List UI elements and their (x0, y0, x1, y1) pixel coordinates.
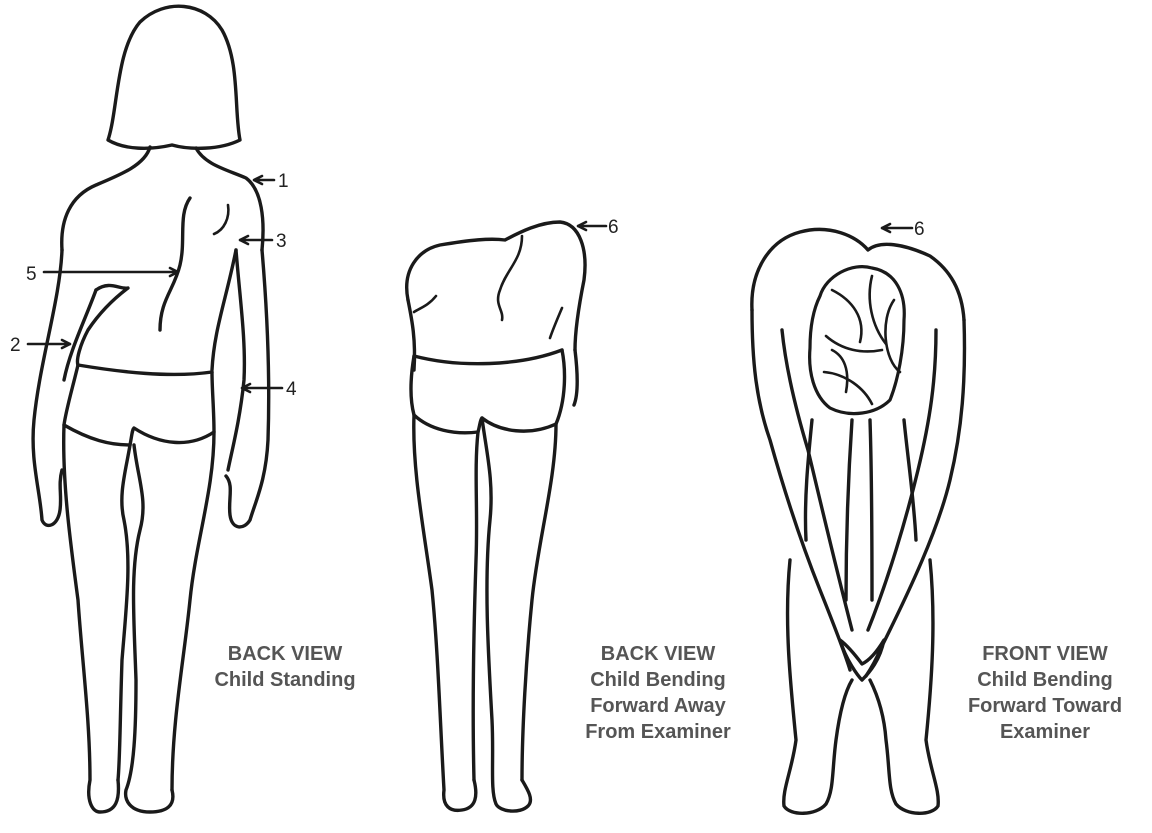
callout-label-4: 4 (286, 379, 297, 400)
left-leg-outline (414, 415, 476, 810)
shorts-waistband (414, 350, 562, 364)
right-hanging-arm (574, 350, 577, 405)
callout-arrow-5 (44, 268, 178, 276)
left-leg-outline (64, 425, 119, 812)
caption-bending-toward-line2: Child Bending (945, 667, 1145, 693)
callout-arrow-6a (578, 222, 606, 230)
callout-arrow-1 (254, 176, 274, 184)
torso-left-outline (77, 285, 128, 365)
left-arm-outline (33, 250, 62, 525)
right-shoulder-crease (550, 308, 562, 338)
callout-label-2: 2 (10, 335, 21, 356)
right-inner-arm (228, 250, 244, 470)
caption-bending-toward-line3: Forward Toward (945, 693, 1145, 719)
caption-bending-away-line3: Forward Away (568, 693, 748, 719)
shoulders-outline (62, 147, 150, 250)
torso-right-outline (212, 250, 236, 370)
caption-bending-toward-line4: Examiner (945, 719, 1145, 745)
left-shoulder-crease (414, 296, 436, 312)
shorts-outline (64, 365, 214, 445)
right-leg-outline (522, 424, 556, 780)
right-leg-outline (172, 432, 214, 790)
caption-bending-away-line1: BACK VIEW (568, 641, 748, 667)
scapula-line (214, 205, 228, 234)
caption-standing: BACK VIEW Child Standing (195, 641, 375, 693)
shorts-waistband (78, 365, 212, 374)
callout-label-1: 1 (278, 171, 289, 192)
back-hump-outline (407, 222, 585, 350)
callout-label-5: 5 (26, 264, 37, 285)
right-shoulder-outline (196, 148, 263, 250)
caption-bending-away: BACK VIEW Child Bending Forward Away Fro… (568, 641, 748, 745)
callout-label-6a: 6 (608, 217, 619, 238)
back-ridge (498, 236, 522, 320)
hair-outline (108, 6, 240, 148)
callout-arrow-4 (242, 384, 282, 392)
left-inner-leg (473, 432, 478, 780)
figure-bending-toward-front-view: 6 (752, 219, 965, 813)
torso-left-side (805, 420, 812, 540)
caption-bending-toward: FRONT VIEW Child Bending Forward Toward … (945, 641, 1145, 745)
center-legs-line-right (870, 420, 872, 600)
left-leg-outline (784, 560, 852, 813)
callout-arrow-3 (240, 236, 272, 244)
caption-standing-line2: Child Standing (195, 667, 375, 693)
caption-bending-away-line2: Child Bending (568, 667, 748, 693)
caption-bending-toward-line1: FRONT VIEW (945, 641, 1145, 667)
right-inner-leg (126, 445, 173, 812)
left-inner-leg (118, 445, 130, 780)
callout-label-6b: 6 (914, 219, 925, 240)
caption-standing-line1: BACK VIEW (195, 641, 375, 667)
curved-spine (160, 198, 190, 330)
clasped-hands (840, 640, 884, 680)
callout-label-3: 3 (276, 231, 287, 252)
center-legs-line-left (846, 420, 852, 600)
callout-arrow-6b (882, 224, 912, 232)
caption-bending-away-line4: From Examiner (568, 719, 748, 745)
hair-swirl (810, 267, 905, 414)
